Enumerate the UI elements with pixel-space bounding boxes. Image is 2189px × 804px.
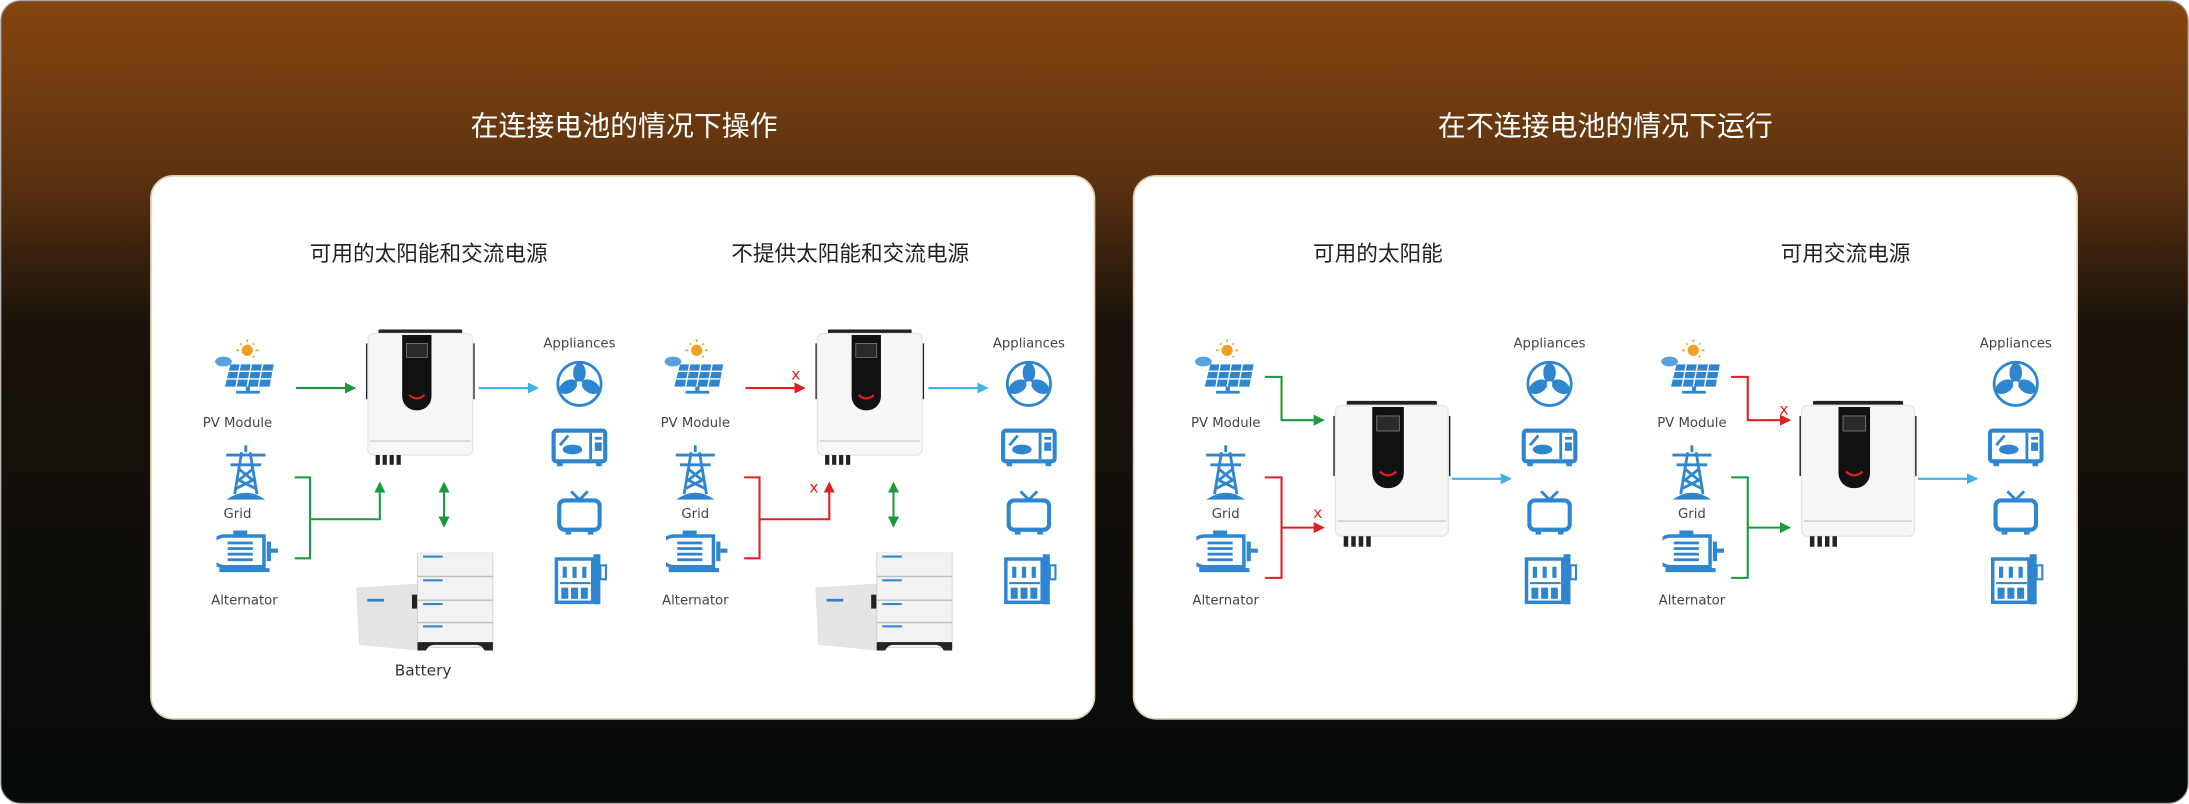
diagram-3: PV Module Grid Alternator x Appliances xyxy=(1191,337,1586,609)
inverter-icon xyxy=(1799,399,1917,548)
ac-flow-blocked-arrow xyxy=(759,481,835,521)
ac-blocked-mark: x xyxy=(809,479,818,497)
alternator-label: Alternator xyxy=(1659,593,1726,608)
pv-module-label: PV Module xyxy=(1191,416,1260,431)
alternator-label: Alternator xyxy=(211,593,278,608)
right-card xyxy=(1132,175,2079,720)
grid-label: Grid xyxy=(224,507,252,522)
grid-label: Grid xyxy=(681,507,709,522)
pv-flow-arrow xyxy=(1264,375,1325,426)
diagram-4-subtitle: 可用交流电源 xyxy=(1781,242,1911,267)
appliances-label: Appliances xyxy=(1980,337,2052,352)
right-section-title: 在不连接电池的情况下运行 xyxy=(1438,109,1773,142)
battery-label: Battery xyxy=(395,662,452,680)
grid-label: Grid xyxy=(1212,507,1240,522)
ac-bracket xyxy=(294,476,312,560)
diagram-1: PV Module Grid Alternator Battery Applia… xyxy=(203,329,616,680)
diagram-2: PV Module Grid Alternator x x Appliances xyxy=(661,329,1065,651)
pv-blocked-mark: x xyxy=(791,366,800,384)
pv-module-label: PV Module xyxy=(1657,416,1726,431)
appliances-label: Appliances xyxy=(543,337,615,352)
diagram-1-subtitle: 可用的太阳能和交流电源 xyxy=(310,242,548,267)
left-section-title: 在连接电池的情况下操作 xyxy=(471,109,778,142)
ac-flow-arrow xyxy=(310,481,386,521)
appliances-label: Appliances xyxy=(993,337,1065,352)
alternator-label: Alternator xyxy=(1192,593,1259,608)
pv-module-label: PV Module xyxy=(203,416,272,431)
diagram-3-subtitle: 可用的太阳能 xyxy=(1313,242,1443,267)
inverter-icon xyxy=(1333,399,1451,548)
inverter-icon xyxy=(815,329,925,466)
diagram-2-subtitle: 不提供太阳能和交流电源 xyxy=(731,242,969,267)
appliances-label: Appliances xyxy=(1513,337,1585,352)
grid-label: Grid xyxy=(1678,507,1706,522)
ac-bracket xyxy=(744,476,761,560)
pv-module-label: PV Module xyxy=(661,416,730,431)
pv-blocked-mark: x xyxy=(1779,401,1788,419)
left-card xyxy=(150,175,1096,720)
ac-blocked-mark: x xyxy=(1313,504,1322,522)
inverter-icon xyxy=(365,329,475,466)
pv-flow-blocked-arrow xyxy=(1731,375,1792,426)
alternator-label: Alternator xyxy=(662,593,729,608)
diagram-4: PV Module Grid Alternator x Appliances xyxy=(1657,337,2052,609)
